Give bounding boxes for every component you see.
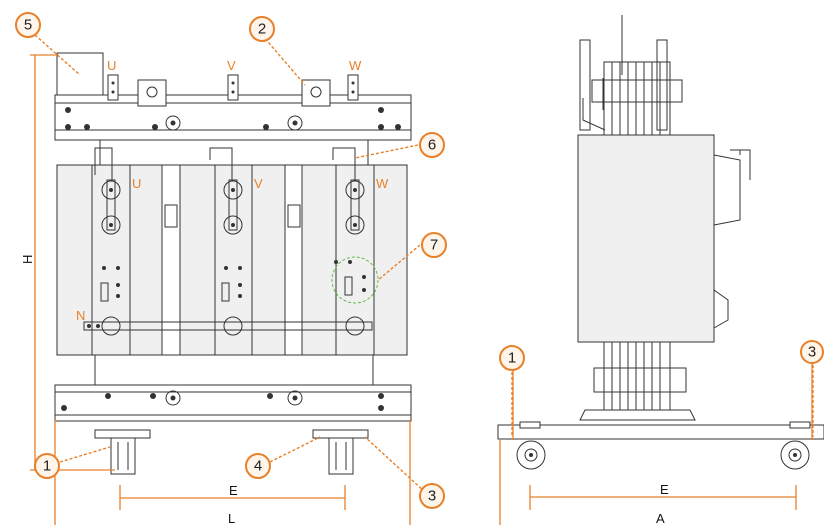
coil-w	[301, 164, 408, 356]
callout-5: 5	[15, 12, 41, 38]
callout-6: 6	[419, 132, 445, 158]
dimension-label-height: H	[20, 255, 35, 264]
lifting-lug-right	[301, 79, 331, 107]
svg-text:2: 2	[258, 21, 266, 38]
beam-bolts	[65, 107, 401, 130]
dimension-label-width: A	[656, 511, 665, 525]
phase-label-top-u: U	[107, 58, 116, 73]
tap-link-w	[345, 179, 365, 235]
svg-text:7: 7	[430, 237, 438, 254]
callout-2: 2	[249, 16, 275, 42]
phase-label-coil-v: V	[254, 176, 263, 191]
dimension-label-length: L	[228, 511, 235, 525]
neutral-label: N	[76, 308, 85, 323]
wheel-front-left	[94, 429, 151, 475]
phase-label-coil-w: W	[376, 176, 389, 191]
coil-u	[56, 164, 163, 356]
callout-side-1: 1	[499, 345, 525, 371]
terminal-plate-highlight	[331, 256, 379, 304]
phase-label-top-v: V	[227, 58, 236, 73]
side-coil-body	[577, 134, 715, 343]
side-view: E A	[497, 15, 824, 525]
callout-7: 7	[421, 232, 447, 258]
dimension-label-wheel-spacing-side: E	[660, 482, 669, 497]
callout-side-3: 3	[800, 340, 824, 364]
dimension-lines-side	[499, 360, 813, 525]
tap-link-u	[101, 179, 121, 235]
neutral-bar	[83, 316, 373, 336]
hv-terminal-v	[227, 74, 239, 101]
svg-text:5: 5	[24, 17, 32, 34]
svg-text:3: 3	[428, 488, 436, 505]
lv-plates	[100, 260, 366, 302]
side-base-trolley	[497, 424, 824, 440]
hv-terminal-u	[107, 74, 119, 101]
front-view: U V W	[20, 52, 412, 525]
callout-4: 4	[245, 453, 271, 479]
wheel-front-right	[312, 429, 369, 475]
coil-v	[179, 164, 286, 356]
svg-text:1: 1	[43, 458, 51, 475]
callout-3: 3	[419, 483, 445, 509]
top-clamp-beam	[54, 94, 412, 141]
phase-label-top-w: W	[349, 58, 362, 73]
dimension-label-wheel-spacing-front: E	[229, 483, 238, 498]
wheel-side-right	[780, 440, 810, 470]
bottom-clamp-beam	[54, 384, 412, 422]
svg-text:1: 1	[508, 350, 516, 367]
callout-1: 1	[34, 453, 60, 479]
wheel-side-left	[516, 440, 546, 470]
svg-text:3: 3	[808, 344, 816, 361]
lifting-lug-left	[137, 79, 167, 107]
tap-link-v	[223, 179, 243, 235]
svg-text:4: 4	[254, 458, 262, 475]
phase-label-coil-u: U	[132, 176, 141, 191]
terminal-box	[56, 52, 104, 101]
hv-terminal-w	[347, 74, 359, 101]
svg-text:6: 6	[428, 137, 436, 154]
callout-leaders	[34, 34, 814, 493]
